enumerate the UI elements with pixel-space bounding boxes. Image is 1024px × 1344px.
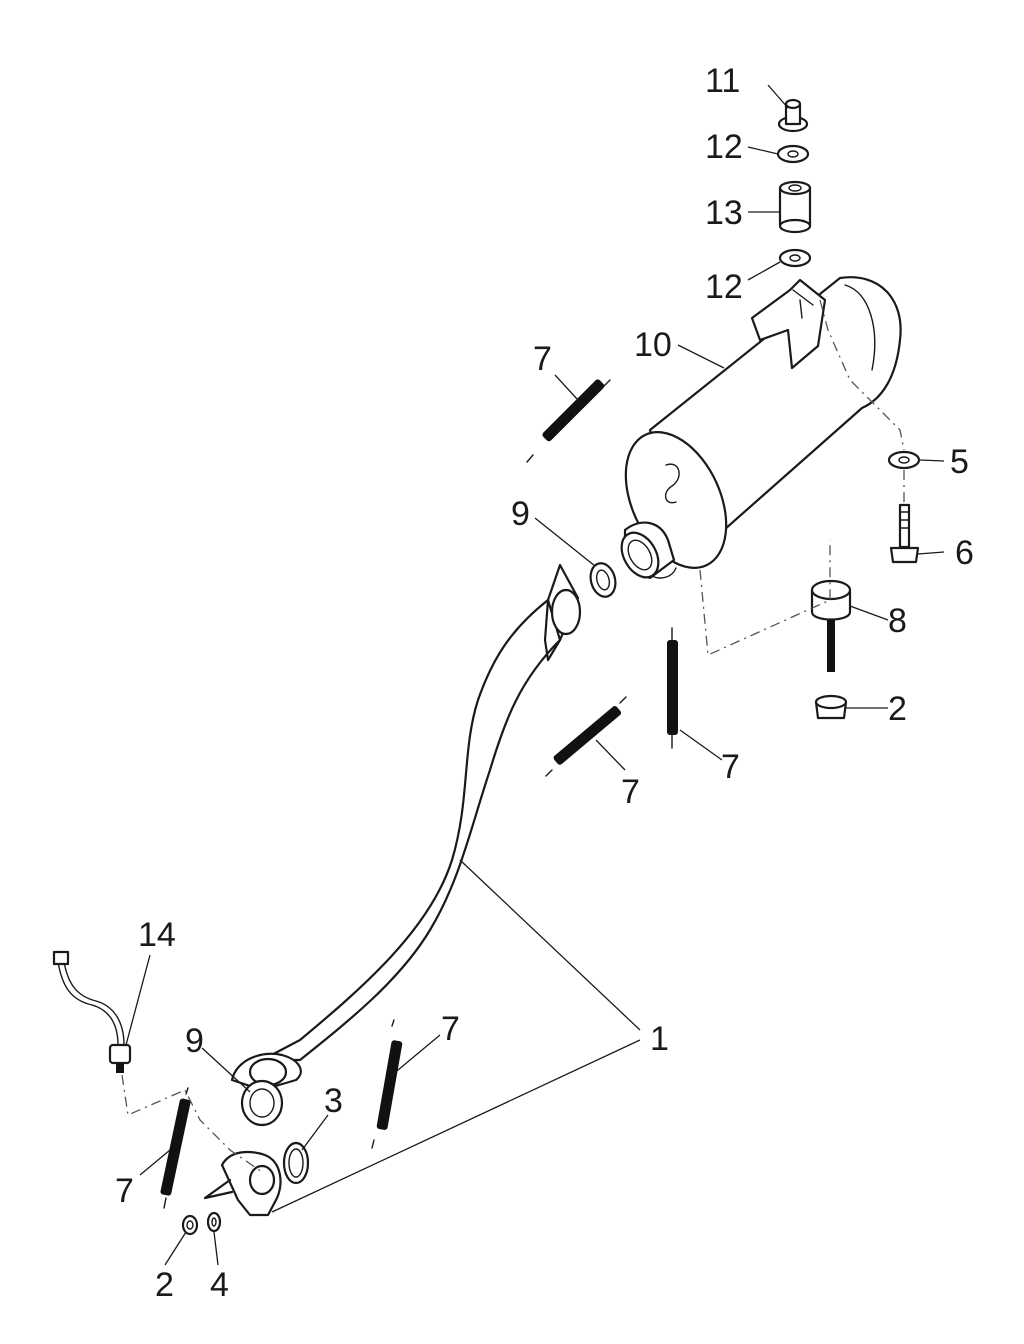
callout-5: 5 [950,443,969,481]
washer-5 [887,450,921,470]
gasket-rear [589,562,617,598]
spring [545,696,627,777]
callout-10: 10 [634,326,672,364]
washer-12-top [776,144,810,164]
gasket-3 [282,1141,310,1185]
nut-2-left [181,1214,199,1236]
callout-9: 9 [511,495,530,533]
spring [160,1087,191,1209]
nut-2-right [814,694,848,720]
callout-7: 7 [441,1010,460,1048]
callout-7: 7 [621,773,640,811]
alignment-lines [121,299,905,1173]
exhaust-pipe [230,563,582,1092]
washer-4 [206,1211,222,1233]
spring [526,379,611,463]
callout-6: 6 [955,534,974,572]
callout-1: 1 [650,1020,669,1058]
callout-12: 12 [705,128,743,166]
spring [667,627,678,749]
bolt-11 [777,98,809,133]
rubber-mount-8 [810,579,852,672]
callout-14: 14 [138,916,176,954]
gasket-front [240,1079,284,1127]
callout-7: 7 [533,340,552,378]
callout-8: 8 [888,602,907,640]
callout-2: 2 [155,1266,174,1304]
callout-7: 7 [115,1172,134,1210]
spring [371,1019,403,1149]
callout-2: 2 [888,690,907,728]
callout-3: 3 [324,1082,343,1120]
callout-4: 4 [210,1266,229,1304]
muffler [620,276,902,580]
washer-12-bottom [778,248,812,268]
callout-12: 12 [705,268,743,306]
leader-lines [125,84,945,1266]
o2-sensor-14 [52,950,132,1073]
callout-9: 9 [185,1022,204,1060]
bolt-6 [889,503,920,564]
callout-11: 11 [705,62,740,100]
exhaust-flange [203,1150,282,1217]
callout-13: 13 [705,194,743,232]
collar-13 [778,180,812,234]
callouts: 11 12 13 12 10 7 9 5 6 8 2 7 7 14 7 1 9 … [115,62,974,1304]
callout-7: 7 [721,748,740,786]
